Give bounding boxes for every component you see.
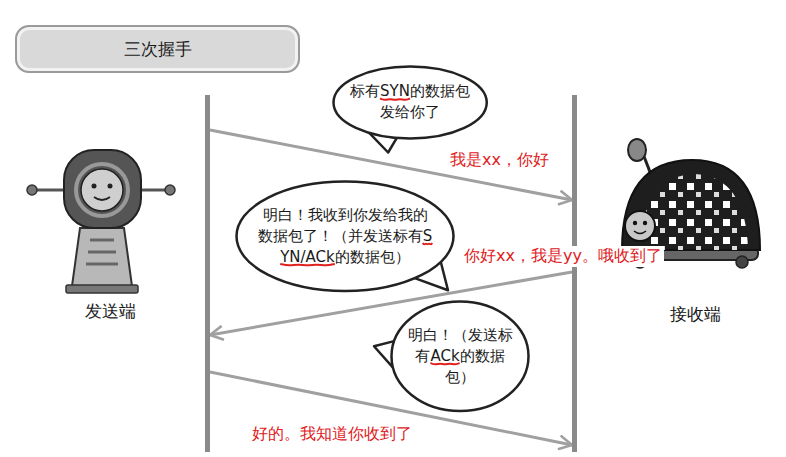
robot-stripe — [88, 251, 116, 254]
robot-eye — [92, 184, 97, 189]
message-label: 你好xx，我是yy。哦收到了 — [462, 246, 664, 267]
endpoint-lane: 发送端 — [20, 95, 210, 452]
robot-foot — [66, 285, 138, 293]
robot-arm — [140, 189, 166, 192]
shell-pattern — [640, 174, 748, 250]
robot-eye — [643, 221, 647, 225]
bubble-text: 标有SYN的数据包发给你了 — [348, 81, 473, 123]
robot-mouth — [634, 231, 646, 234]
endpoint-label: 接收端 — [635, 303, 755, 326]
antenna-dish — [628, 139, 646, 161]
robot-hand — [165, 185, 175, 195]
red-underline — [380, 99, 410, 100]
bubble-ellipse — [392, 301, 529, 411]
title-text: 三次握手 — [124, 38, 192, 61]
robot-shell — [622, 160, 760, 250]
endpoint-lane: 接收端 — [572, 95, 777, 452]
robot-wheel — [736, 256, 748, 268]
robot-eye — [108, 184, 113, 189]
title-box: 三次握手 — [15, 25, 300, 73]
bubble-ellipse — [237, 181, 454, 291]
bubble-text: 明白！（发送标有ACk的数据包） — [404, 325, 516, 388]
bubble-ellipse — [333, 66, 486, 138]
robot-face-ring — [76, 164, 128, 216]
robot-arm — [36, 189, 64, 192]
red-underline — [423, 243, 433, 244]
robot-head — [64, 150, 141, 228]
robot-hand — [27, 185, 37, 195]
red-underline — [430, 363, 459, 364]
robot-face — [625, 211, 655, 241]
message-label: 好的。我知道你收到了 — [250, 424, 414, 445]
message-label: 我是xx，你好 — [448, 150, 551, 171]
bubble-text: 明白！我收到你发给我的数据包了！（并发送标有SYN/ACk的数据包） — [257, 205, 433, 268]
robot-stripe — [90, 239, 114, 242]
speech-bubble: 明白！（发送标有ACk的数据包） — [390, 300, 530, 413]
bubble-outline — [332, 65, 488, 140]
red-underline — [280, 264, 335, 265]
robot-stripe — [86, 263, 118, 266]
robot-eye — [633, 221, 637, 225]
robot-mouth — [94, 197, 110, 200]
speech-bubble: 标有SYN的数据包发给你了 — [332, 65, 488, 140]
sender-robot — [27, 150, 175, 293]
robot-face — [81, 169, 123, 211]
robot-body — [72, 228, 132, 286]
speech-bubble: 明白！我收到你发给我的数据包了！（并发送标有SYN/ACk的数据包） — [235, 180, 455, 293]
endpoint-label: 发送端 — [30, 300, 190, 323]
